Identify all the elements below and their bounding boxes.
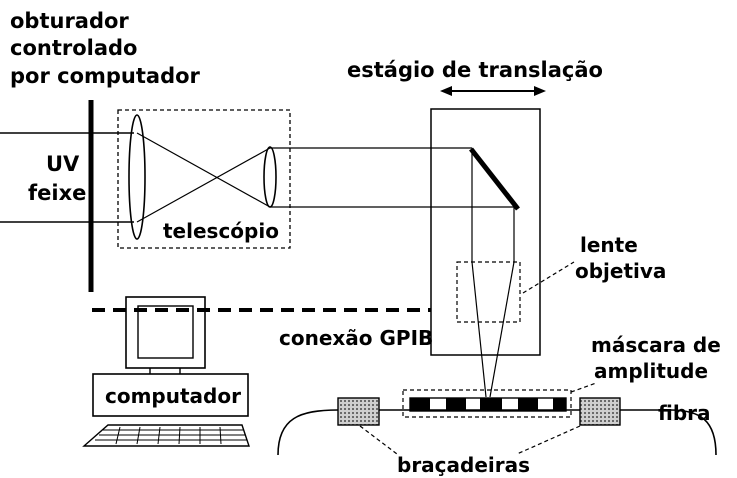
mask-outer-dashed-box (402, 389, 572, 418)
translation-stage-box (430, 108, 541, 356)
telescope-lens-large (128, 114, 146, 240)
objective-lens-pointer (522, 261, 575, 294)
mask-label-line1: máscara de (591, 333, 721, 357)
shutter-label-line1: obturador (10, 9, 129, 33)
computer-keyboard (82, 424, 250, 447)
mask-label-line2: amplitude (594, 359, 708, 383)
stage-label: estágio de translação (347, 58, 603, 82)
mirror (469, 147, 520, 211)
clamp-left (337, 397, 380, 426)
fiber-right-curve (620, 409, 717, 456)
mask-opaque-segments (410, 398, 566, 411)
objective-lens-label-line1: lente (580, 233, 638, 257)
fiber-label: fibra (658, 401, 711, 425)
keyboard-keys (95, 426, 247, 445)
telescope-box (117, 109, 291, 249)
telescope-ray-1 (136, 132, 271, 208)
uv-label: UV (46, 152, 80, 176)
computer-monitor-outer (125, 296, 206, 369)
clamps-pointer-left (359, 425, 398, 455)
shutter-label-line3: por computador (10, 64, 201, 88)
mask-pointer (570, 382, 597, 393)
stage-arrow-left-head (440, 86, 452, 96)
stage-arrow-right-head (534, 86, 546, 96)
clamp-right (579, 397, 621, 426)
telescope-lens-small (263, 146, 277, 208)
clamps-pointer-right (516, 425, 581, 455)
objective-lens-label-line2: objetiva (575, 259, 666, 283)
computer-box (92, 373, 249, 417)
telescope-ray-2 (136, 147, 271, 223)
focus-ray-right (489, 261, 515, 398)
computer-label: computador (105, 384, 241, 408)
focus-ray-left (471, 261, 487, 398)
shutter-label-line2: controlado (10, 36, 137, 60)
telescope-label: telescópio (163, 219, 279, 243)
fiber-left-curve (277, 409, 378, 456)
gpib-label: conexão GPIB (279, 326, 433, 350)
clamps-label: braçadeiras (397, 453, 530, 477)
computer-monitor-screen (137, 305, 194, 359)
objective-lens-box (456, 261, 521, 323)
feixe-label: feixe (28, 181, 86, 205)
